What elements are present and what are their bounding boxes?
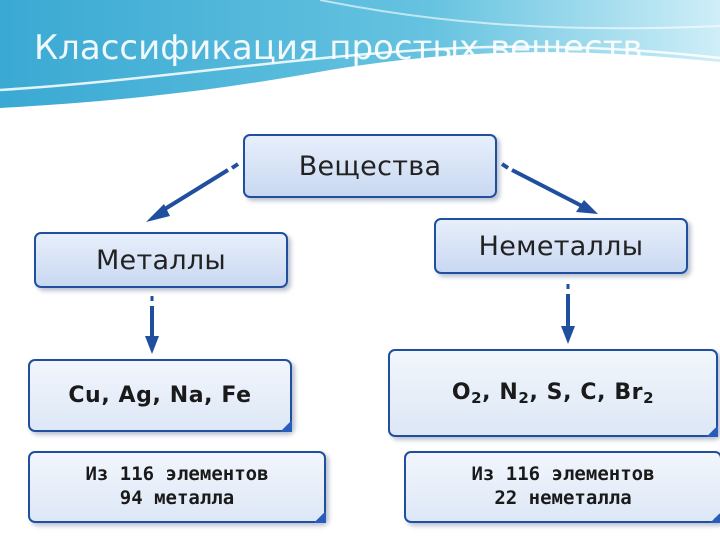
corner-fold	[280, 420, 292, 432]
nonmetals-examples-box: O2, N2, S, C, Br2	[388, 349, 718, 437]
arrow-to-nonmetals	[502, 164, 598, 214]
metals-examples: Cu, Ag, Na, Fe	[68, 383, 251, 408]
corner-fold	[314, 511, 326, 523]
corner-fold	[706, 425, 718, 437]
formula-subscript: 2	[471, 389, 482, 407]
root-node: Вещества	[243, 134, 497, 198]
arrow-metals-down	[145, 296, 159, 354]
metals-node: Металлы	[34, 232, 288, 288]
nonmetals-fact-line1: Из 116 элементов	[471, 463, 654, 487]
nonmetals-node: Неметаллы	[434, 218, 688, 274]
corner-fold	[710, 511, 720, 523]
nonmetals-fact-box: Из 116 элементов 22 неметалла	[404, 451, 720, 523]
formula-s: S	[547, 380, 563, 405]
formula-br: Br	[614, 380, 643, 405]
metals-fact-line2: 94 металла	[120, 487, 234, 511]
metals-fact-line1: Из 116 элементов	[85, 463, 268, 487]
nonmetals-fact-line2: 22 неметалла	[494, 487, 631, 511]
formula-subscript: 2	[643, 389, 654, 407]
nonmetals-examples: O2, N2, S, C, Br2	[452, 380, 654, 407]
metals-node-label: Металлы	[96, 245, 226, 276]
formula-subscript: 2	[518, 389, 529, 407]
root-node-label: Вещества	[299, 151, 442, 182]
metals-fact-box: Из 116 элементов 94 металла	[28, 451, 326, 523]
formula-o: O	[452, 380, 471, 405]
metals-examples-box: Cu, Ag, Na, Fe	[28, 359, 292, 432]
arrow-nonmetals-down	[561, 284, 575, 344]
formula-c: C	[580, 380, 597, 405]
arrow-to-metals	[146, 164, 238, 222]
nonmetals-node-label: Неметаллы	[479, 231, 644, 262]
formula-n: N	[499, 380, 518, 405]
